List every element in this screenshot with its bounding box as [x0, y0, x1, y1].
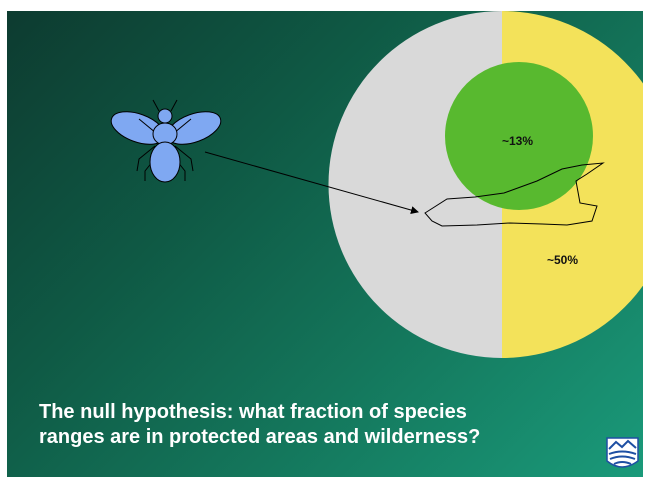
caption-line-2: ranges are in protected areas and wilder… [39, 425, 619, 450]
slide-caption: The null hypothesis: what fraction of sp… [39, 400, 619, 450]
university-logo [606, 437, 639, 473]
protected-area-label: ~13% [502, 134, 533, 148]
wilderness-label: ~50% [547, 253, 578, 267]
caption-line-1: The null hypothesis: what fraction of sp… [39, 400, 619, 425]
bee-icon [107, 100, 225, 182]
slide: ~13% ~50% The null hypothesis: what frac… [7, 11, 643, 477]
